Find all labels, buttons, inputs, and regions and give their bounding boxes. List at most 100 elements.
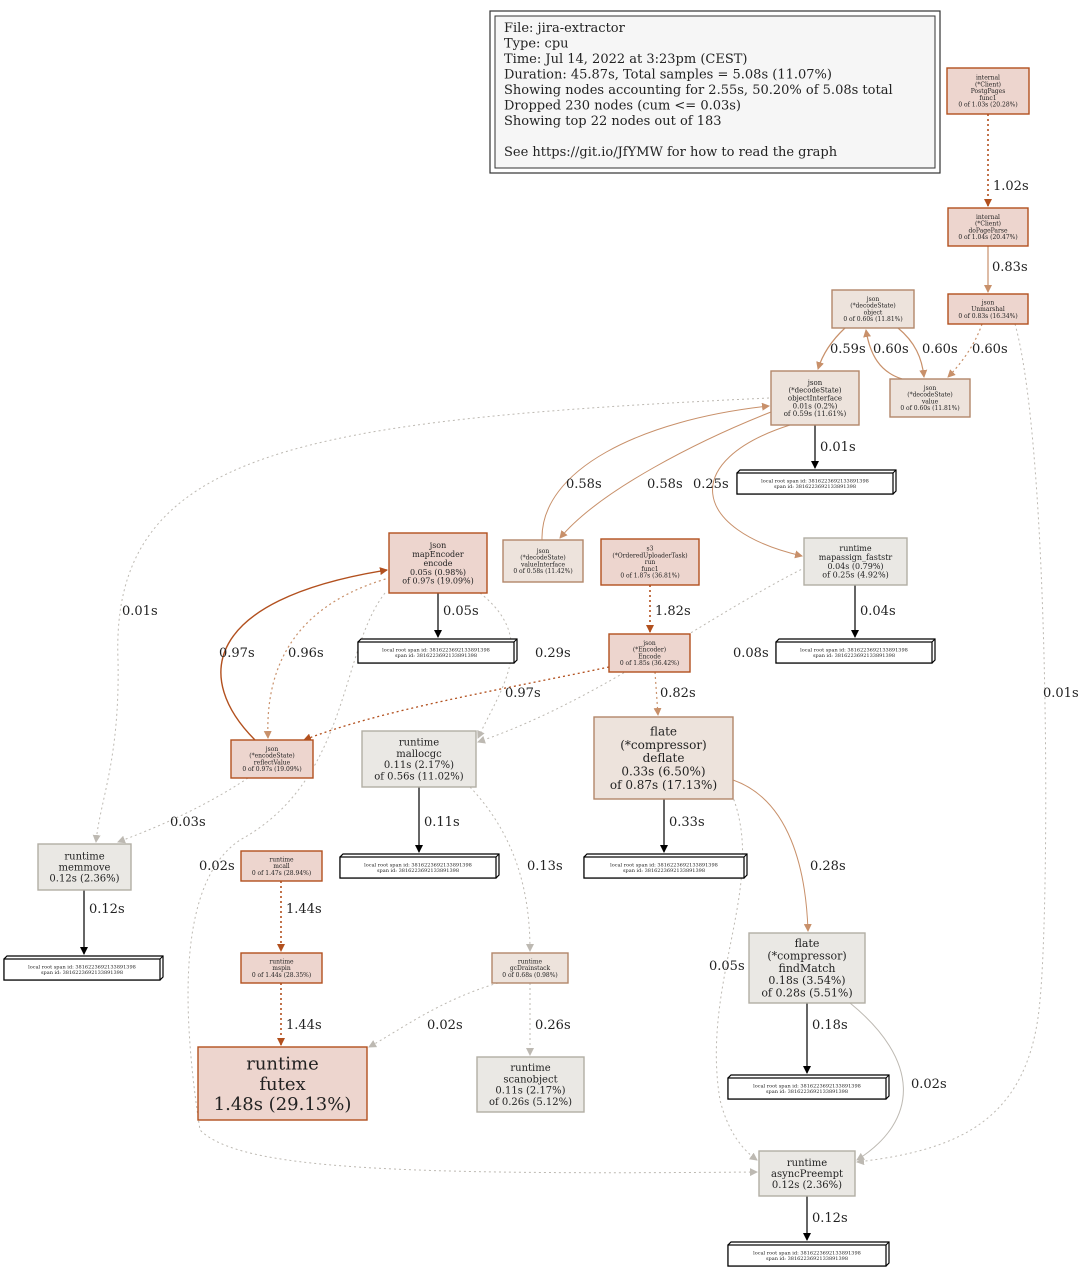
e-mcall-mspin-edge: 1.44s <box>277 881 322 952</box>
node-box <box>947 207 1029 247</box>
node-label-line: of 0.87s (17.13%) <box>610 778 717 792</box>
node-label-line: 0.12s (2.36%) <box>49 874 119 885</box>
node-box <box>361 730 477 788</box>
leaf-box-edge <box>743 853 748 858</box>
node-label-line: 0.04s (0.79%) <box>827 562 883 571</box>
node-label-line: run <box>645 559 656 566</box>
e-gcDrain-futex-edge: 0.02s <box>368 982 499 1048</box>
node-label-line: of 0.59s (11.61%) <box>784 410 847 418</box>
node-label-line: of 0.97s (19.09%) <box>402 577 474 586</box>
e-findMatch-leaf-edge: 0.18s <box>803 1003 848 1074</box>
node-box <box>37 843 132 891</box>
node-label-line: runtime <box>399 738 439 749</box>
edge-path <box>477 592 512 739</box>
leaf-box-face <box>583 856 745 879</box>
edge-label: 0.60s <box>922 342 958 357</box>
node-label-line: local root span id: 3816223692133891398 <box>753 1250 861 1256</box>
edge-path <box>220 567 388 741</box>
edge-label: 0.59s <box>830 342 866 357</box>
e-s3-encode-edge: 1.82s <box>646 585 691 633</box>
node-label-line: flate <box>650 724 677 738</box>
node-label-line: json <box>923 385 937 392</box>
edge-label: 0.26s <box>535 1018 571 1033</box>
node-label-line: span id: 3816223692133891398 <box>395 653 477 659</box>
node-box <box>758 1150 856 1197</box>
edge-path <box>541 402 770 541</box>
e-mapEncoder-reflect-edge: 0.96s <box>263 574 401 739</box>
node-label-line: memmove <box>59 863 111 874</box>
node-label-line: json <box>981 299 995 306</box>
e-asyncPreempt-leaf-edge: 0.12s <box>803 1196 848 1241</box>
node-label-line: encode <box>423 559 452 568</box>
e-unmarshal-asyncPreempt-edge: 0.01s <box>856 323 1079 1166</box>
e-encode-reflect-edge: 0.97s <box>303 666 610 742</box>
node-label-line: 0 of 1.47s (28.94%) <box>252 870 311 877</box>
node-label-line: 1.48s (29.13%) <box>214 1094 352 1115</box>
edge-label: 1.44s <box>286 1018 322 1033</box>
edge-label: 0.28s <box>810 859 846 874</box>
node-label-line: span id: 3816223692133891398 <box>766 1089 848 1095</box>
edge-label: 0.05s <box>709 959 745 974</box>
edge-path <box>712 424 803 559</box>
node-label-line: (*decodeState) <box>850 303 896 310</box>
leaf-asyncPreempt-node: local root span id: 3816223692133891398s… <box>727 1241 890 1267</box>
edge-path <box>732 779 812 932</box>
node-box <box>388 532 488 594</box>
edge-label: 0.18s <box>812 1018 848 1033</box>
e-encode-deflate-edge: 0.82s <box>653 671 696 716</box>
node-label-line: runtime <box>510 1063 550 1074</box>
edge-label: 0.60s <box>873 342 909 357</box>
edge-label: 0.13s <box>527 859 563 874</box>
node-box <box>889 378 971 418</box>
edge-label: 0.12s <box>89 902 125 917</box>
edge-path <box>897 327 928 378</box>
edge-label: 0.12s <box>812 1211 848 1226</box>
edge-label: 0.02s <box>911 1077 947 1092</box>
e-object-value-edge: 0.60s <box>897 327 958 378</box>
e-objectInterface-memmove-edge: 0.01s <box>92 397 770 843</box>
e-memmove-leaf-edge: 0.12s <box>80 890 125 955</box>
edge-label: 0.97s <box>219 646 255 661</box>
node-label-line: deflate <box>643 751 685 765</box>
edge-label: 0.02s <box>199 859 235 874</box>
edge-label: 0.58s <box>566 477 602 492</box>
edge-label: 0.04s <box>860 604 896 619</box>
edge-label: 0.29s <box>535 646 571 661</box>
edge-path <box>92 397 770 843</box>
node-label-line: flate <box>795 937 820 950</box>
node-label-line: value <box>921 398 939 405</box>
node-label-line: scanobject <box>503 1074 557 1085</box>
node-label-line: 0.11s (2.17%) <box>384 760 454 771</box>
node-label-line: objectInterface <box>788 394 842 402</box>
edge-path <box>368 982 499 1048</box>
e-mapEncoder-mcall-edge: 0.02s <box>187 592 758 1177</box>
node-label-line: (*encodeState) <box>249 753 295 760</box>
edge-label: 0.01s <box>820 440 856 455</box>
node-label-line: 0 of 0.68s (0.98%) <box>502 972 558 979</box>
edge-label: 0.58s <box>647 477 683 492</box>
edge-label: 0.05s <box>443 604 479 619</box>
node-label-line: local root span id: 3816223692133891398 <box>753 1083 861 1089</box>
node-label-line: local root span id: 3816223692133891398 <box>800 647 908 653</box>
edge-label: 0.02s <box>427 1018 463 1033</box>
node-label-line: of 0.56s (11.02%) <box>374 771 464 782</box>
edge-label: 1.44s <box>286 902 322 917</box>
node-label-line: runtime <box>64 851 104 862</box>
node-box <box>240 850 323 882</box>
e-gcDrain-scanobject-edge: 0.26s <box>526 983 571 1056</box>
node-label-line: reflectValue <box>254 759 291 766</box>
node-label-line: of 0.25s (4.92%) <box>822 571 888 580</box>
e-mallocgc-leaf-edge: 0.11s <box>415 787 460 853</box>
node-label-line: mapEncoder <box>412 550 464 559</box>
edge-path <box>559 411 772 539</box>
node-label-line: json <box>866 296 880 303</box>
node-label-line: mcall <box>273 863 290 870</box>
